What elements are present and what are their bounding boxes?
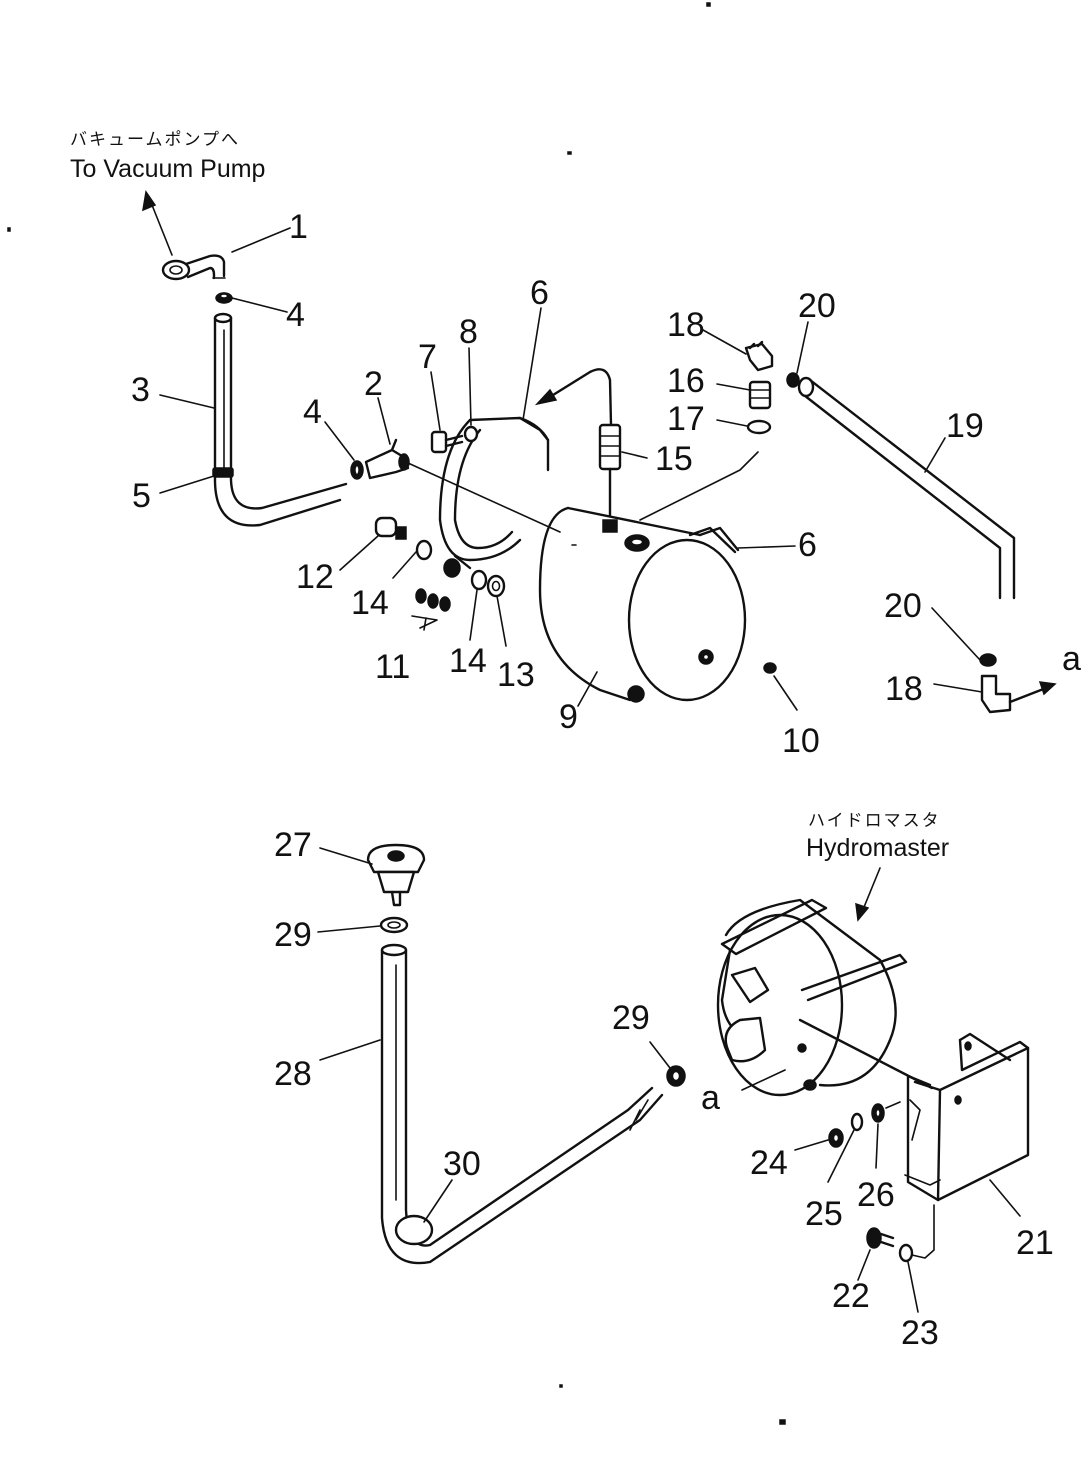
label-part-6-right: 6 [798,526,817,564]
label-part-11: 11 [375,648,410,686]
part-24-nut [828,1128,844,1148]
label-part-3: 3 [131,371,150,409]
label-part-29-lower: 29 [612,999,650,1037]
label-part-19: 19 [946,407,984,445]
label-part-15: 15 [655,440,693,478]
leader-lines [159,227,1021,1313]
label-part-4-lower: 4 [303,393,322,431]
connection-marker-a-lower: a [701,1079,720,1117]
part-7-bolt [430,430,464,454]
label-part-28: 28 [274,1055,312,1093]
part-12-plug [374,516,407,540]
label-part-23: 23 [901,1314,939,1352]
part-18-elbow-lower [980,674,1057,714]
part-25-washer [850,1112,864,1132]
part-9-tank [538,506,747,703]
part-30-connector [394,1214,434,1246]
label-part-18-lower: 18 [885,670,923,708]
hydromaster-caption-en: Hydromaster [806,834,949,862]
part-14-washer-a [415,539,433,561]
part-22-bolt [866,1227,895,1249]
part-17-o-ring [639,419,772,521]
label-part-6-upper: 6 [530,274,549,312]
part-1-pipe [161,254,226,281]
label-part-1: 1 [289,208,308,246]
part-5-clamp [212,467,234,478]
part-27-breather [366,843,426,907]
label-part-4-upper: 4 [286,296,305,334]
label-part-12: 12 [296,558,334,596]
label-part-30: 30 [443,1145,481,1183]
part-3-hose [213,312,348,527]
hydromaster-caption-jp: ハイドロマスタ [808,811,941,831]
hydromaster-arrow [855,867,881,922]
part-13-washer [486,574,506,598]
vacuum-pump-arrow [142,190,173,256]
label-part-25: 25 [805,1195,843,1233]
part-21-bracket [904,1032,1030,1202]
part-14-nut [443,558,461,578]
label-part-5: 5 [132,477,151,515]
part-4-clip-lower [350,460,364,480]
part-2-elbow [364,438,410,480]
label-part-22: 22 [832,1277,870,1315]
vacuum-pump-caption-en: To Vacuum Pump [70,155,265,183]
part-26-washer [871,1101,901,1123]
label-part-14-a: 14 [351,584,389,622]
label-part-7: 7 [418,338,437,376]
part-20-clip-upper [786,372,800,388]
label-part-20-lower: 20 [884,587,922,625]
part-14-washer-b [470,569,488,591]
hydromaster-unit [716,898,934,1097]
part-29-clamp-lower [666,1065,686,1087]
label-part-26: 26 [857,1176,895,1214]
part-20-clip-lower [979,653,997,667]
part-23-washer [898,1204,935,1263]
label-part-29-upper: 29 [274,916,312,954]
part-28-hose [380,943,664,1265]
part-8-washer [463,425,479,443]
scan-specks [7,2,786,1425]
bracket-tank-line [407,462,561,533]
part-16-adapter [748,380,772,410]
part-29-clamp-upper [379,916,409,934]
part-18-elbow-upper [744,340,774,372]
label-part-18-upper: 18 [667,306,705,344]
part-15-valve [534,368,622,533]
label-part-20-upper: 20 [798,287,836,325]
connection-marker-a-upper: a [1062,640,1081,678]
part-11-screws [411,588,451,629]
part-6-bracket-left [438,416,550,570]
label-part-9: 9 [559,698,578,736]
label-part-2: 2 [364,365,383,403]
label-part-16: 16 [667,362,705,400]
part-6-bracket-right [688,526,737,554]
label-part-13: 13 [497,656,535,694]
vacuum-pump-caption-jp: バキュームポンプへ [70,130,240,150]
part-10-plug [763,662,777,674]
label-part-27: 27 [274,826,312,864]
label-part-8: 8 [459,313,478,351]
label-part-21: 21 [1016,1224,1054,1262]
part-19-hose [797,376,1016,600]
label-part-24: 24 [750,1144,788,1182]
label-part-17: 17 [667,400,705,438]
label-part-14-b: 14 [449,642,487,680]
part-4-clip-upper [215,292,233,304]
label-part-10: 10 [782,722,820,760]
